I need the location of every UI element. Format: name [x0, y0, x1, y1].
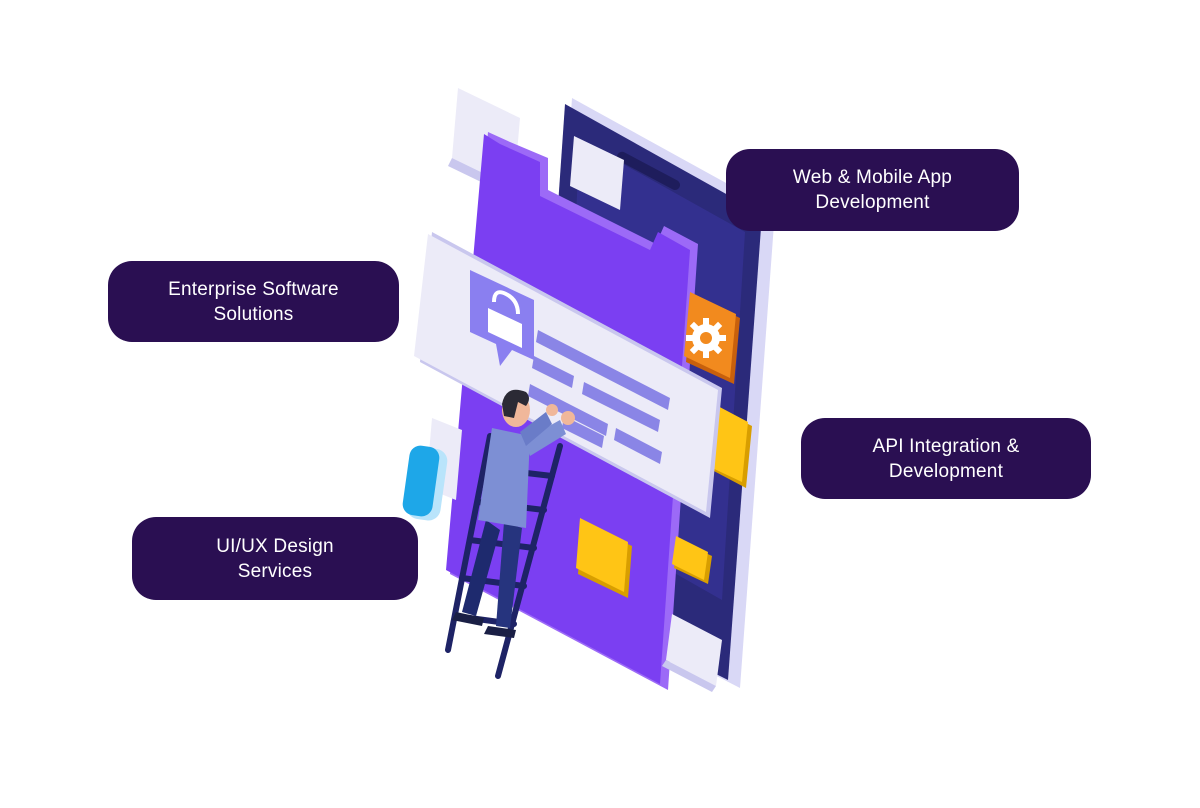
label-line-2: Solutions	[213, 303, 294, 325]
person-climbing	[452, 389, 575, 638]
service-uiux-design-label: UI/UX Design Services	[216, 534, 334, 584]
service-web-mobile-app[interactable]: Web & Mobile App Development	[726, 149, 1019, 231]
floating-block-bottom	[662, 614, 722, 692]
label-line-2: Development	[888, 460, 1004, 482]
content-card	[414, 232, 722, 518]
service-uiux-design[interactable]: UI/UX Design Services	[132, 517, 418, 600]
lock-icon	[488, 290, 522, 348]
gear-tile	[684, 292, 740, 384]
service-api-integration-label: API Integration & Development	[872, 434, 1019, 484]
gear-icon	[686, 318, 726, 358]
label-line-1: API Integration &	[872, 435, 1020, 457]
label-line-1: Enterprise Software	[168, 278, 339, 300]
service-enterprise-software-label: Enterprise Software Solutions	[168, 277, 339, 327]
service-web-mobile-app-label: Web & Mobile App Development	[793, 165, 952, 215]
lock-badge	[470, 270, 534, 366]
service-enterprise-software[interactable]: Enterprise Software Solutions	[108, 261, 399, 342]
blue-capsule	[402, 445, 448, 521]
yellow-tile-large	[576, 518, 632, 598]
label-line-1: Web & Mobile App	[792, 167, 953, 188]
yellow-tile-small	[672, 536, 712, 584]
label-line-2: Services	[237, 560, 313, 582]
floating-block-phone	[570, 136, 624, 210]
service-api-integration[interactable]: API Integration & Development	[801, 418, 1091, 499]
label-line-1: UI/UX Design	[216, 535, 334, 557]
label-line-2: Development	[815, 192, 930, 213]
yellow-tile-right	[708, 404, 752, 488]
